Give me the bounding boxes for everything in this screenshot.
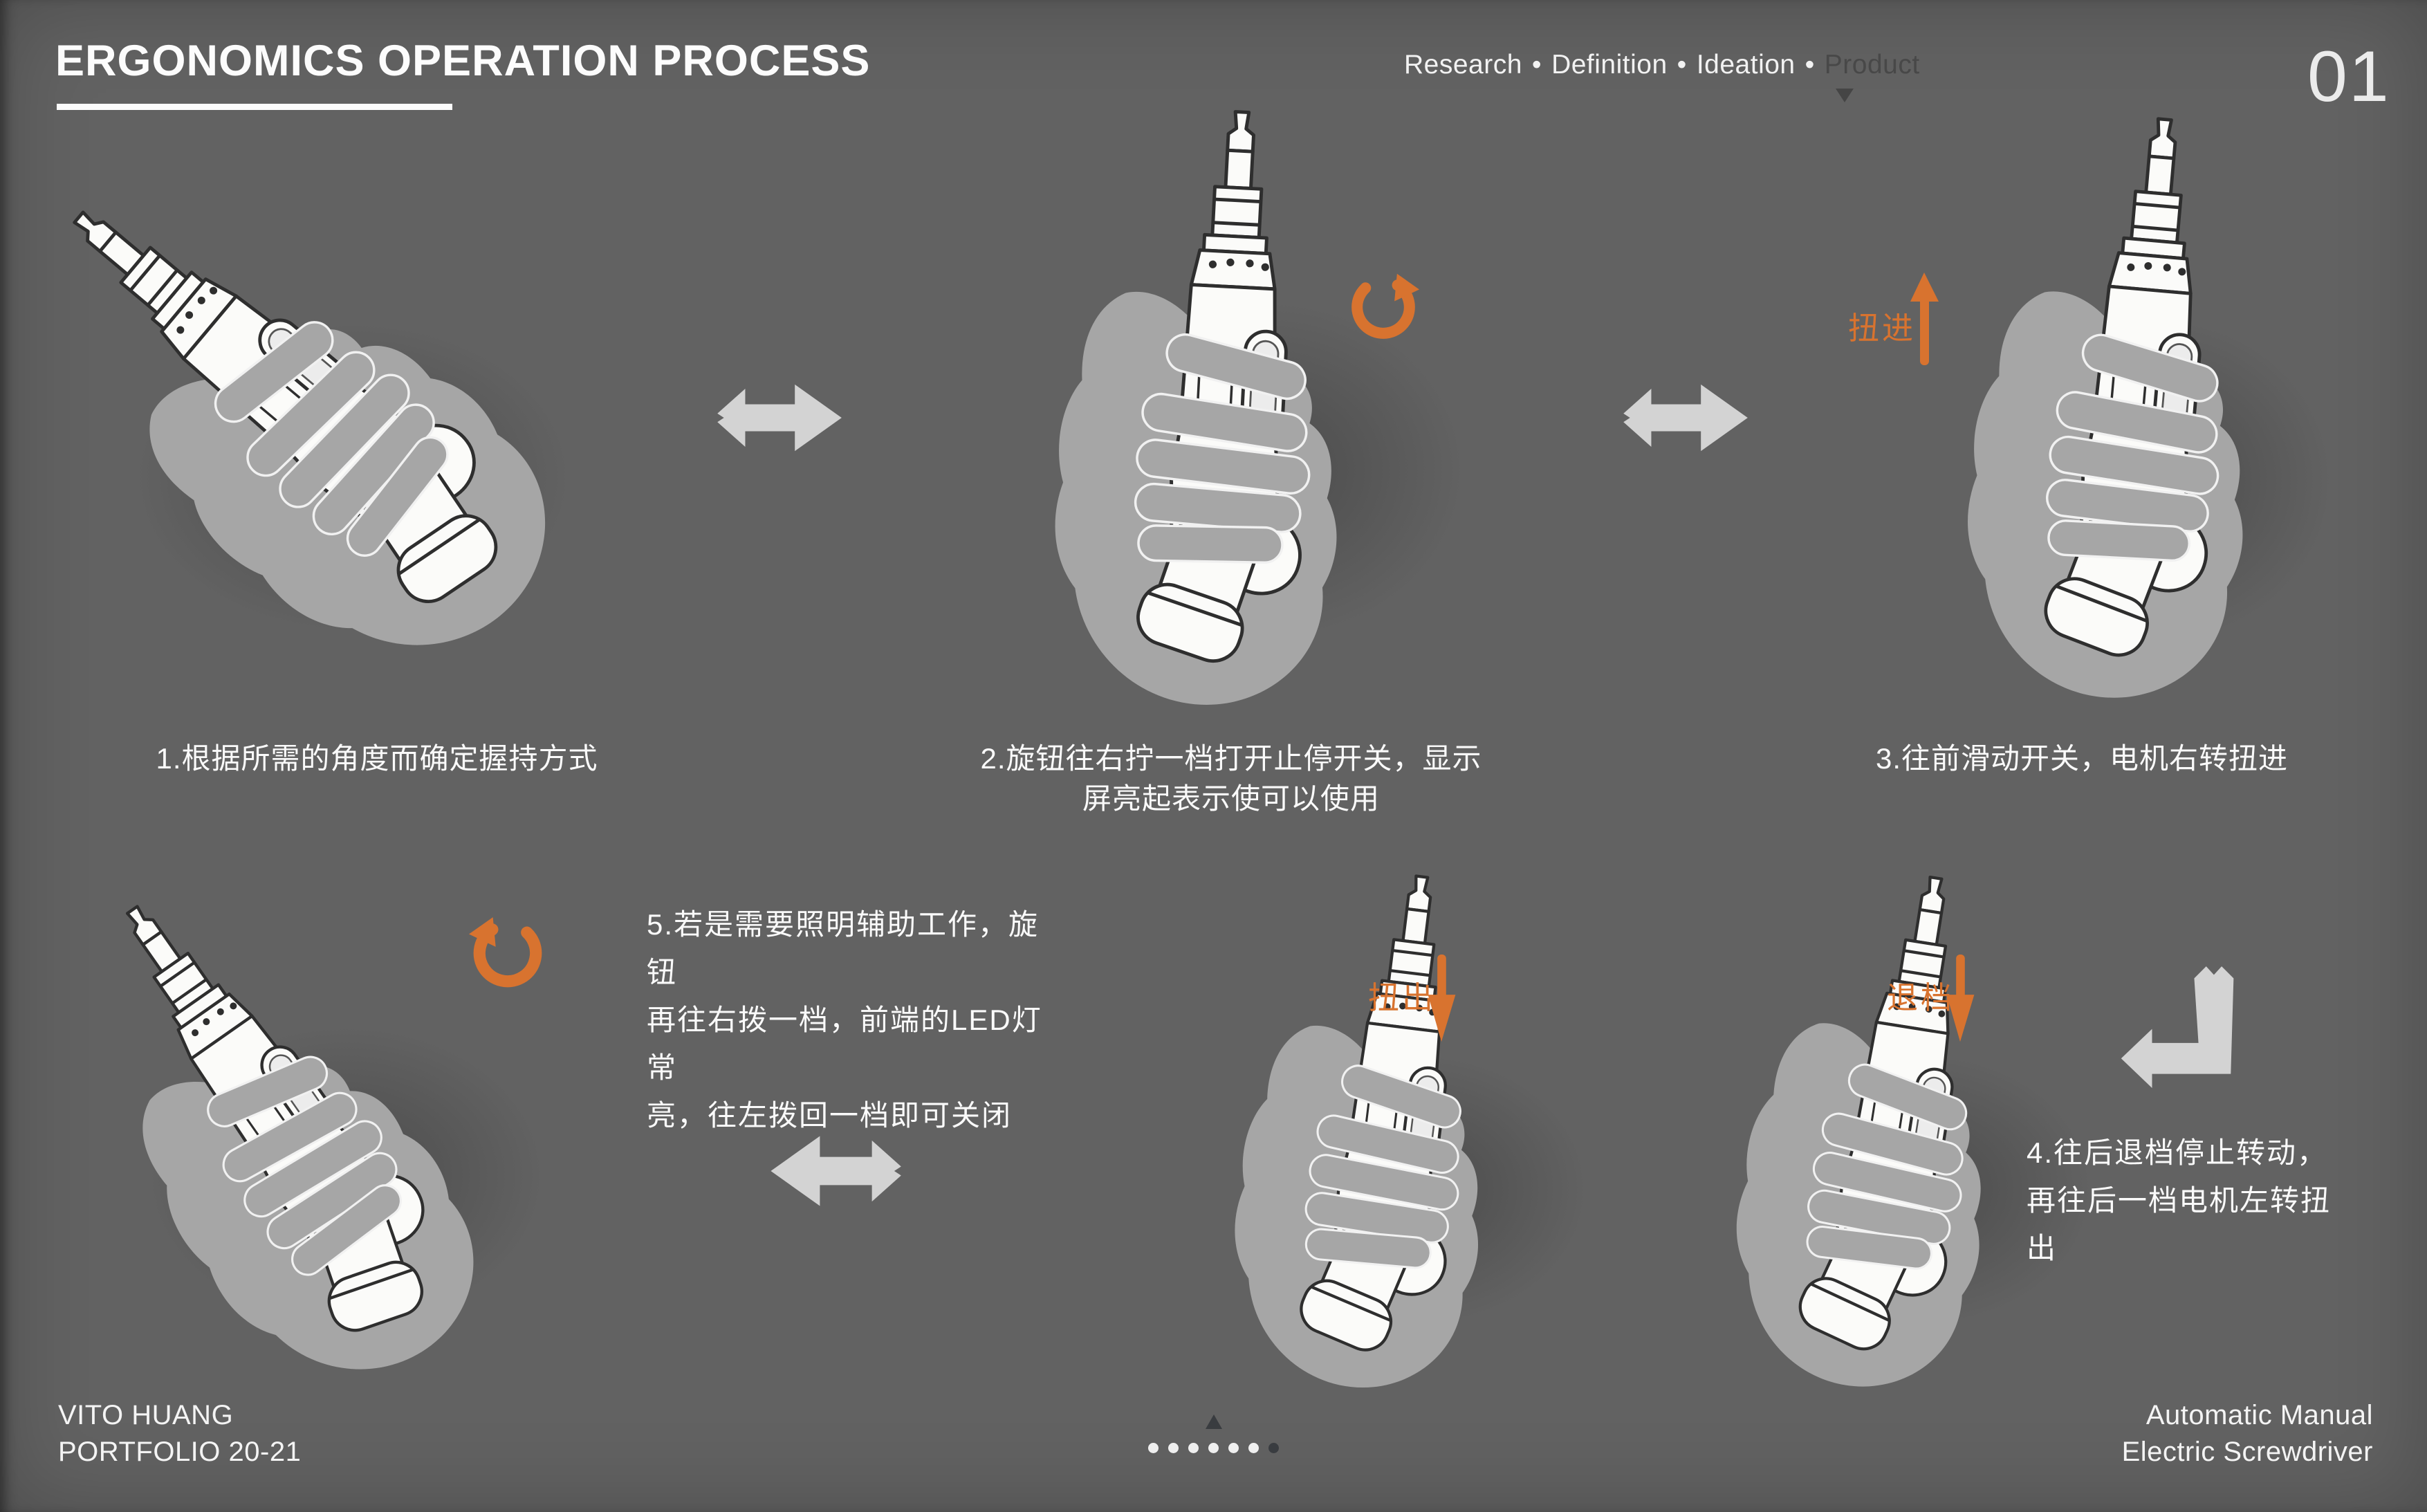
- breadcrumb-item-definition[interactable]: Definition: [1551, 50, 1668, 80]
- direction-down-arrow-icon: [1946, 954, 1975, 1042]
- project-title-block: Automatic Manual Electric Screwdriver: [2122, 1397, 2373, 1470]
- author-name: VITO HUANG: [58, 1400, 234, 1430]
- direction-down-arrow-icon: [1428, 954, 1456, 1042]
- flow-arrow-right-icon: [1612, 384, 1748, 452]
- breadcrumb: Research • Definition • Ideation • Product: [1404, 50, 1920, 80]
- breadcrumb-item-product[interactable]: Product: [1824, 50, 1920, 80]
- page-title: ERGONOMICS OPERATION PROCESS: [55, 37, 871, 85]
- step-2-caption: 2.旋钮往右拧一档打开止停开关，显示 屏亮起表示使可以使用: [958, 739, 1504, 819]
- breadcrumb-separator: •: [1805, 50, 1815, 80]
- direction-up-arrow-icon: [1910, 273, 1939, 365]
- step-5-line-1: 5.若是需要照明辅助工作，旋钮: [647, 908, 1040, 988]
- step-3-caption: 3.往前滑动开关，电机右转扭进: [1875, 742, 2289, 775]
- author-block: VITO HUANG PORTFOLIO 20-21: [58, 1397, 301, 1470]
- flow-arrow-left-icon: [770, 1136, 914, 1206]
- step-4-line-1: 4.往后退档停止转动，: [2027, 1136, 2328, 1169]
- breadcrumb-item-research[interactable]: Research: [1404, 50, 1522, 80]
- rotate-clockwise-icon: [1347, 271, 1419, 343]
- pagination-dot[interactable]: [1228, 1443, 1239, 1453]
- pagination-dot[interactable]: [1248, 1443, 1259, 1453]
- annotation-label-screw-out: 扭出: [1368, 980, 1437, 1015]
- breadcrumb-current-indicator-triangle-down-icon: [1836, 89, 1854, 102]
- breadcrumb-item-ideation[interactable]: Ideation: [1696, 50, 1796, 80]
- title-underline: [57, 104, 452, 110]
- step-5-description: 5.若是需要照明辅助工作，旋钮 再往右拨一档，前端的LED灯常 亮，往左拨回一档…: [647, 901, 1062, 1139]
- pagination-dot[interactable]: [1188, 1443, 1199, 1453]
- illustration-step-2-knob: [1035, 95, 1417, 735]
- pagination-dot[interactable]: [1148, 1443, 1159, 1453]
- step-4-description: 4.往后退档停止转动， 再往后一档电机左转扭出: [2027, 1129, 2359, 1272]
- annotation-label-reverse-gear: 退档: [1887, 980, 1955, 1015]
- step-1-caption: 1.根据所需的角度而确定握持方式: [156, 742, 598, 775]
- pagination-dot[interactable]: [1208, 1443, 1219, 1453]
- page-number: 01: [2307, 37, 2390, 117]
- illustration-step-3-slide-forward: [1942, 97, 2336, 733]
- pagination-dots: [1148, 1443, 1279, 1453]
- pagination-indicator-triangle-up-icon: [1205, 1414, 1222, 1429]
- step-5-line-2: 再往右拨一档，前端的LED灯常: [647, 1004, 1042, 1084]
- project-title-line-2: Electric Screwdriver: [2121, 1437, 2373, 1467]
- breadcrumb-separator: •: [1531, 50, 1542, 80]
- flow-arrow-down-then-left-icon: [2121, 966, 2234, 1088]
- portfolio-year: PORTFOLIO 20-21: [58, 1437, 302, 1467]
- pagination-dot[interactable]: [1168, 1443, 1179, 1453]
- step-2-caption-line-1: 2.旋钮往右拧一档打开止停开关，显示: [980, 742, 1482, 775]
- breadcrumb-separator: •: [1677, 50, 1687, 80]
- flow-arrow-right-icon: [705, 384, 842, 452]
- step-5-line-3: 亮，往左拨回一档即可关闭: [647, 1099, 1013, 1132]
- annotation-label-screw-in: 扭进: [1848, 311, 1917, 346]
- rotate-counterclockwise-icon: [469, 914, 546, 992]
- project-title-line-1: Automatic Manual: [2145, 1400, 2373, 1430]
- pagination-dot[interactable]: [1268, 1443, 1279, 1453]
- step-2-caption-line-2: 屏亮起表示使可以使用: [1082, 782, 1380, 815]
- step-4-line-2: 再往后一档电机左转扭出: [2027, 1184, 2332, 1264]
